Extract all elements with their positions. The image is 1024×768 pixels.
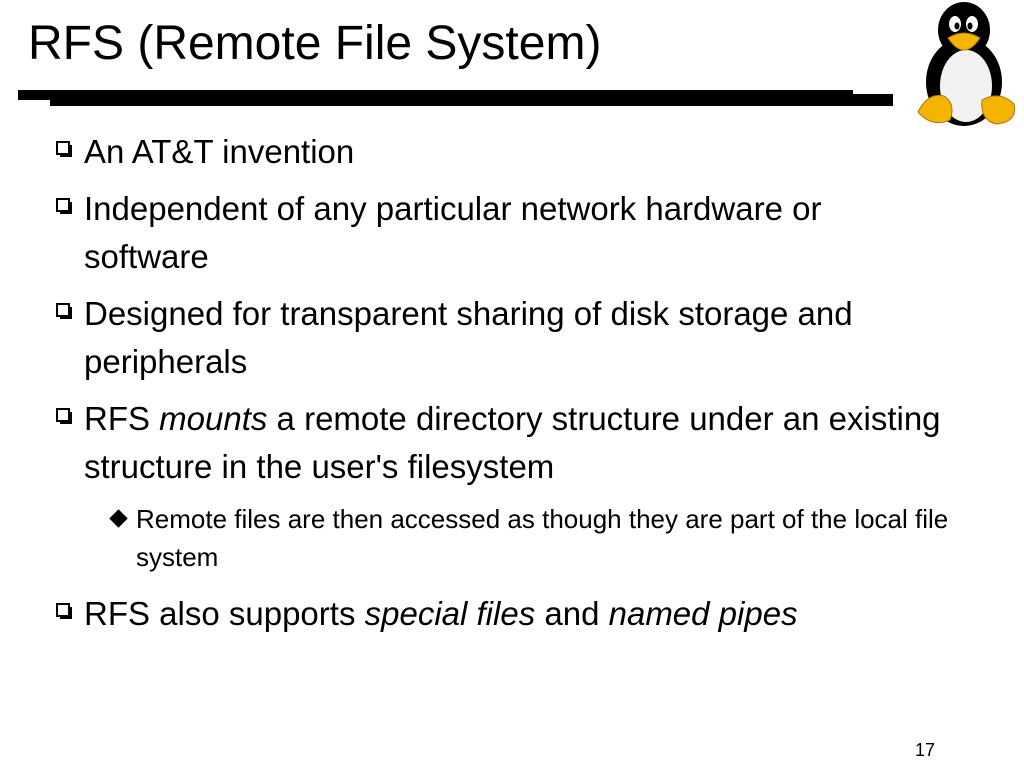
- sub-bullet-text: Remote files are then accessed as though…: [136, 504, 949, 572]
- bullet-item: An AT&T invention: [56, 128, 954, 176]
- bullet-item: Independent of any particular network ha…: [56, 185, 954, 281]
- page-number: 17: [915, 740, 936, 760]
- bullet-text: RFS mounts a remote directory structure …: [84, 395, 954, 491]
- bullet-emphasis: special files: [364, 595, 536, 632]
- square-bullet-icon: [56, 603, 72, 619]
- bullet-item: Designed for transparent sharing of disk…: [56, 290, 954, 386]
- bullet-emphasis: mounts: [159, 400, 268, 437]
- bullet-item: RFS mounts a remote directory structure …: [56, 395, 954, 491]
- bullet-text: An AT&T invention: [84, 133, 355, 170]
- square-bullet-icon: [56, 303, 72, 319]
- title-rule: [18, 90, 853, 100]
- bullet-text: Designed for transparent sharing of disk…: [84, 295, 853, 380]
- bullet-text-prefix: RFS: [84, 400, 160, 437]
- bullet-item: RFS also supports special files and name…: [56, 590, 954, 638]
- bullet-text: RFS also supports special files and name…: [84, 590, 954, 638]
- bullet-text-prefix: RFS also supports: [84, 595, 365, 632]
- slide-title: RFS (Remote File System): [28, 17, 602, 70]
- penguin-icon: [917, 2, 1016, 126]
- diamond-bullet-icon: [109, 509, 128, 528]
- bullet-text: Independent of any particular network ha…: [84, 190, 822, 275]
- bullet-text-middle: and: [535, 595, 609, 632]
- bullet-text-suffix: a remote directory structure under an ex…: [84, 400, 941, 485]
- sub-bullet-item: Remote files are then accessed as though…: [108, 500, 986, 576]
- square-bullet-icon: [56, 408, 72, 424]
- square-bullet-icon: [56, 141, 72, 157]
- bullet-emphasis: named pipes: [608, 595, 798, 632]
- square-bullet-icon: [56, 198, 72, 214]
